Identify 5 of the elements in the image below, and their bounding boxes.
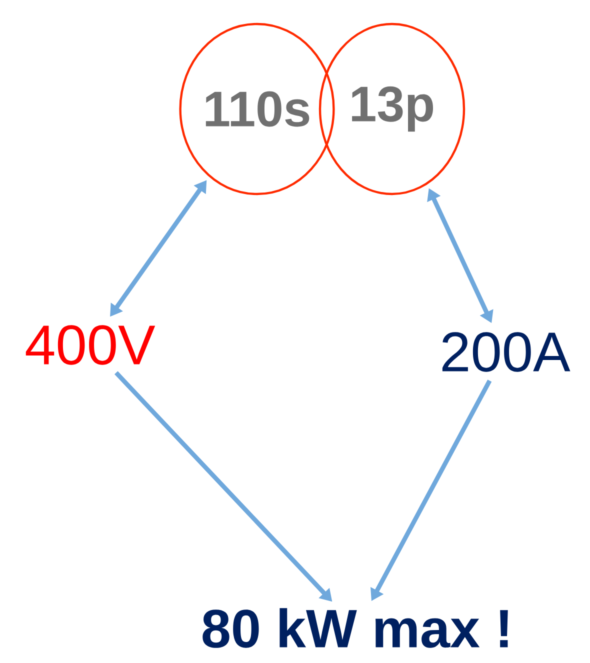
power-label: 80 kW max ! [202, 608, 508, 648]
voltage-label: 400V [26, 325, 156, 365]
ellipse-label: 110s [179, 22, 335, 196]
current-label: 200A [442, 332, 570, 372]
ellipse-label: 13p [318, 22, 466, 196]
